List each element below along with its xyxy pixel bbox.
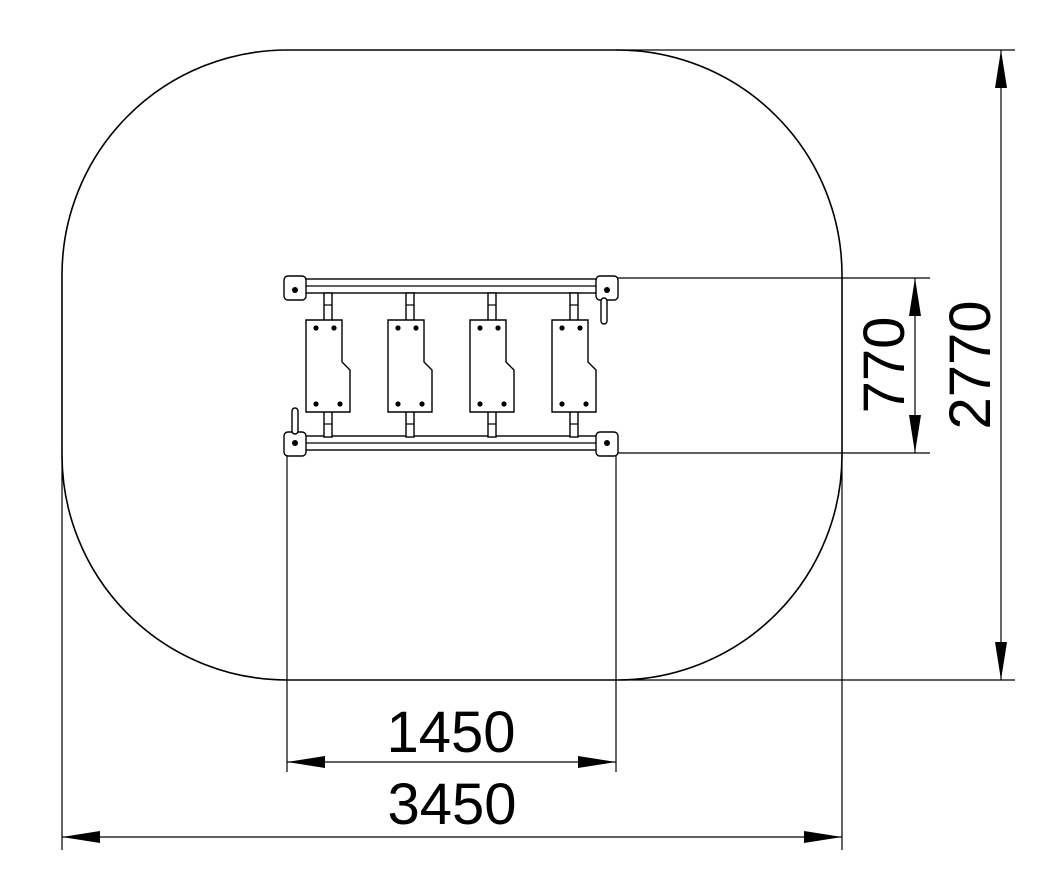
equipment-depth-label: 770 bbox=[852, 317, 917, 414]
overall-width-label: 3450 bbox=[387, 772, 516, 837]
corner-post-top-right bbox=[595, 275, 619, 301]
equipment-width-label: 1450 bbox=[386, 700, 515, 765]
handle-bottom-left bbox=[291, 407, 299, 435]
dimension-overall-width: 3450 bbox=[62, 772, 842, 843]
step-units bbox=[305, 292, 597, 438]
step-unit bbox=[387, 292, 433, 438]
safety-zone-outline bbox=[61, 49, 843, 681]
dimension-overall-depth: 2770 bbox=[938, 50, 1007, 680]
dimension-equipment-depth: 770 bbox=[852, 278, 921, 453]
corner-post-bottom-right bbox=[595, 431, 619, 457]
extension-lines bbox=[61, 49, 1015, 850]
handle-top-right bbox=[600, 297, 608, 325]
step-unit bbox=[551, 292, 597, 438]
overall-depth-label: 2770 bbox=[938, 300, 1003, 429]
equipment-plan bbox=[283, 275, 619, 457]
dimension-equipment-width: 1450 bbox=[287, 700, 616, 768]
step-unit bbox=[305, 292, 351, 438]
step-unit bbox=[469, 292, 515, 438]
corner-post-bottom-left bbox=[283, 431, 307, 457]
corner-post-top-left bbox=[283, 275, 307, 301]
